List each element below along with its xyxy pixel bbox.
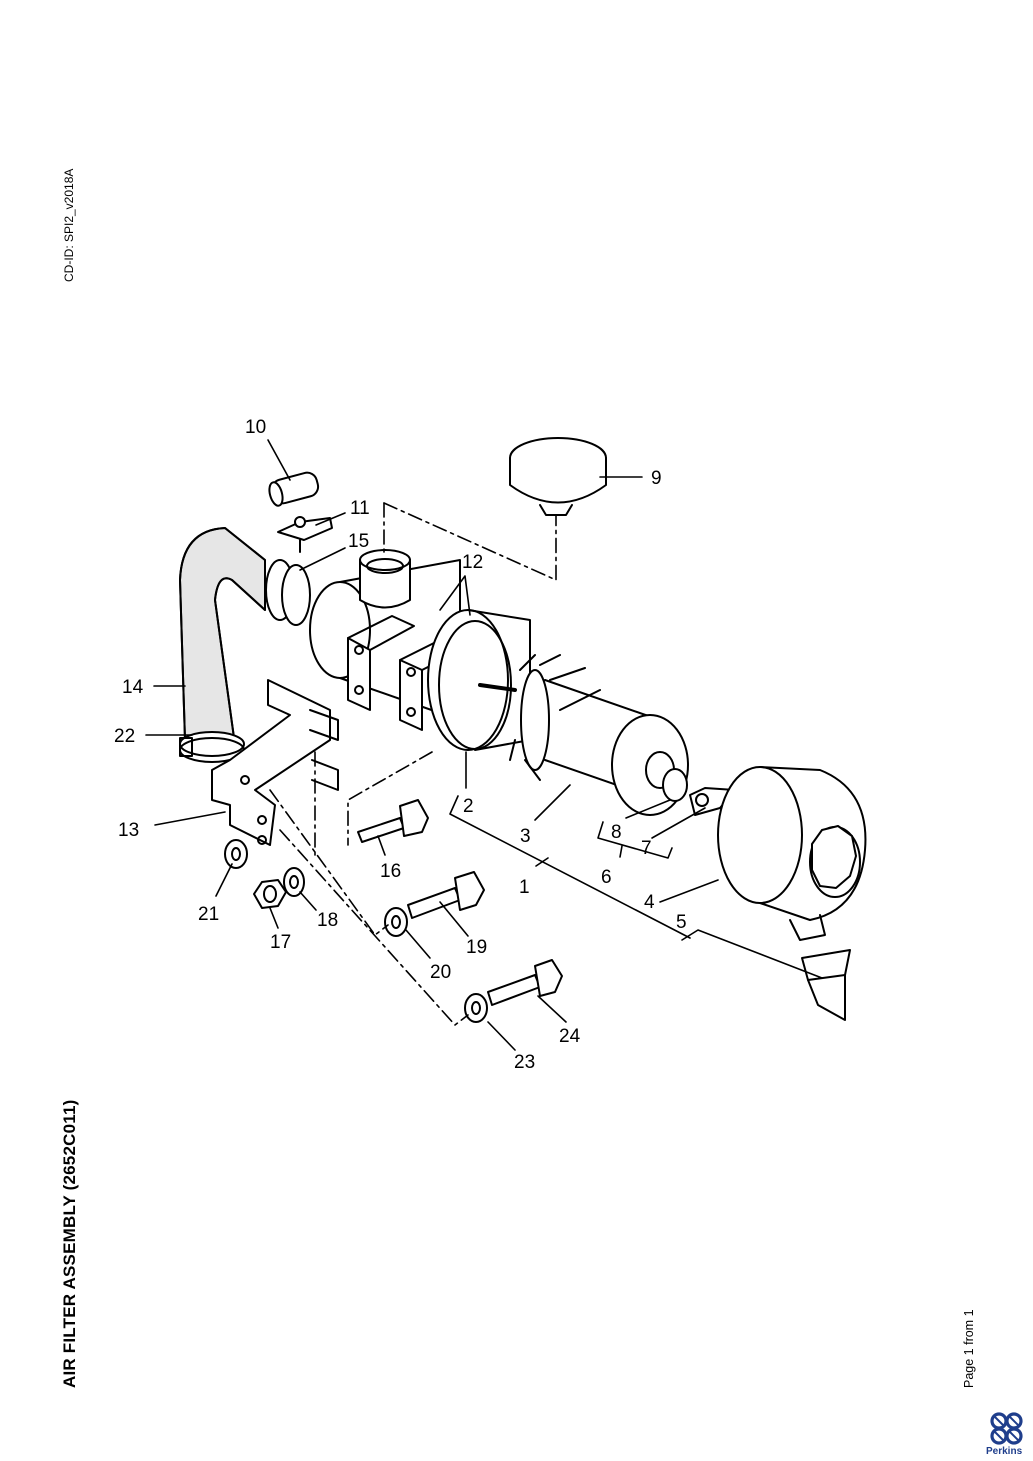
callout-1: 1 xyxy=(519,877,530,898)
part-19-bolt xyxy=(407,871,485,919)
callout-9: 9 xyxy=(651,468,662,489)
part-18-washer xyxy=(283,867,305,897)
part-13-bracket xyxy=(211,679,339,846)
callout-13: 13 xyxy=(118,820,139,841)
callout-10: 10 xyxy=(245,417,266,438)
callout-16: 16 xyxy=(380,861,401,882)
part-15-clamp xyxy=(265,559,311,626)
callout-3: 3 xyxy=(520,826,531,847)
alignment-lines xyxy=(269,502,557,1026)
callout-labels: 1 2 3 4 5 6 7 8 9 10 11 12 13 14 15 16 1… xyxy=(114,417,687,1073)
part-4-cover xyxy=(717,766,867,941)
leader-lines xyxy=(145,439,823,1051)
callout-21: 21 xyxy=(198,904,219,925)
part-17-nut xyxy=(253,879,287,909)
part-14-hose xyxy=(179,527,266,746)
callout-4: 4 xyxy=(644,892,655,913)
callout-5: 5 xyxy=(676,912,687,933)
callout-14: 14 xyxy=(122,677,144,698)
callout-23: 23 xyxy=(514,1052,535,1073)
callout-12: 12 xyxy=(462,552,483,573)
part-23-washer xyxy=(464,993,488,1023)
part-22-clamp xyxy=(179,731,245,763)
callout-2: 2 xyxy=(463,796,474,817)
part-16-bolt xyxy=(357,799,429,843)
brand-name: Perkins xyxy=(986,1446,1023,1457)
callout-15: 15 xyxy=(348,531,369,552)
callout-8: 8 xyxy=(611,822,622,843)
callout-22: 22 xyxy=(114,726,135,747)
callout-17: 17 xyxy=(270,932,291,953)
callout-18: 18 xyxy=(317,910,338,931)
part-9-cap xyxy=(509,437,607,516)
perkins-logo xyxy=(990,1412,1023,1445)
filter-housing xyxy=(309,549,531,751)
part-24-bolt xyxy=(487,959,563,1006)
callout-19: 19 xyxy=(466,937,487,958)
callout-7: 7 xyxy=(641,838,652,859)
callout-11: 11 xyxy=(350,498,370,519)
callout-6: 6 xyxy=(601,867,612,888)
callout-24: 24 xyxy=(559,1026,581,1047)
part-10-connector xyxy=(268,471,320,507)
part-5-valve xyxy=(801,949,851,1021)
part-21-washer xyxy=(224,839,248,869)
callout-20: 20 xyxy=(430,962,451,983)
part-20-washer xyxy=(384,907,408,937)
